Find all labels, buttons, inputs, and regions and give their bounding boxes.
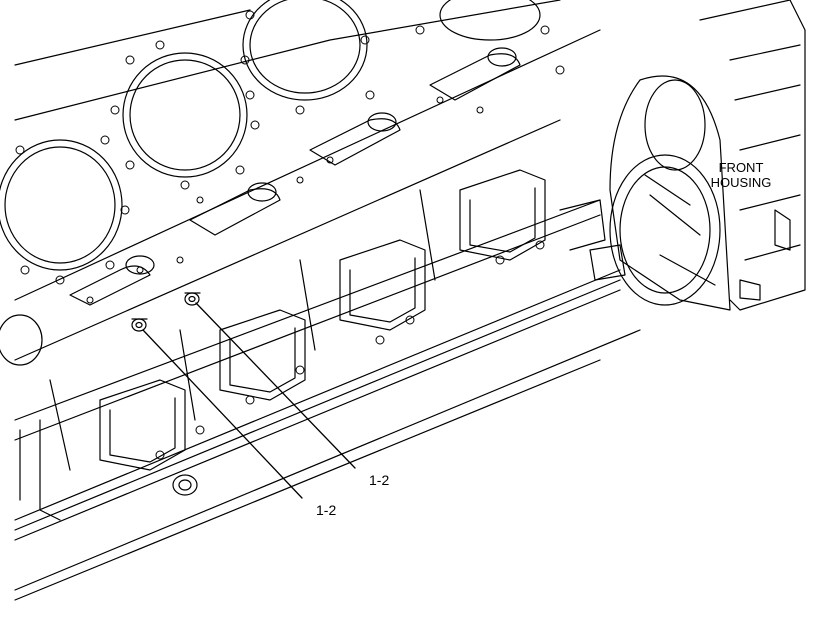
callout-label-upper: 1-2 xyxy=(369,472,390,488)
tappet-openings xyxy=(69,47,521,306)
crankcase-bays xyxy=(49,169,546,471)
cylinder-bores xyxy=(0,0,541,366)
front-housing-label-line-2: HOUSING xyxy=(710,175,772,190)
leader-line-lower xyxy=(142,329,303,499)
front-housing-label-line-1: FRONT xyxy=(718,160,764,175)
leader-line-upper xyxy=(195,302,356,469)
front-housing-label: FRONT HOUSING xyxy=(704,160,778,190)
fitting-parts xyxy=(131,292,201,496)
callout-label-lower: 1-2 xyxy=(316,502,337,518)
bolt-holes xyxy=(15,10,565,460)
leader-lines xyxy=(142,302,356,499)
front-housing-drawing xyxy=(559,0,806,311)
block-outline-lines xyxy=(14,0,641,601)
